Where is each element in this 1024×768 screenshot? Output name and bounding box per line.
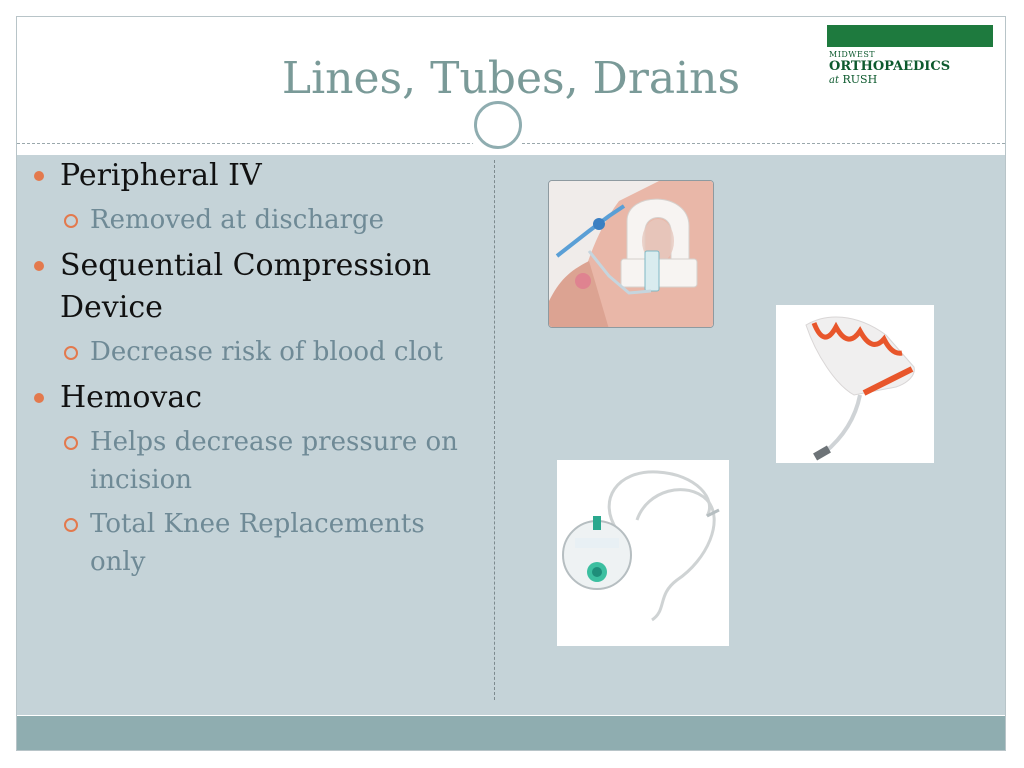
scd-illustration <box>776 305 934 463</box>
sub-bullet-total-knee-replacements: Total Knee Replacements only <box>32 505 482 581</box>
bullet-sequential-compression-device: Sequential Compression Device <box>32 245 482 329</box>
sub-bullet-helps-decrease-pressure: Helps decrease pressure on incision <box>32 423 482 499</box>
bullet-list: Peripheral IV Removed at discharge Seque… <box>32 155 482 587</box>
midwest-orthopaedics-logo: MIDWEST ORTHOPAEDICS at RUSH <box>827 25 993 86</box>
column-divider <box>494 160 495 700</box>
bullet-peripheral-iv: Peripheral IV <box>32 155 482 197</box>
header-circle-ring <box>474 101 522 149</box>
hemovac-drain-image <box>557 460 729 646</box>
bullet-hemovac: Hemovac <box>32 377 482 419</box>
logo-line-3-prefix: at <box>829 75 839 86</box>
logo-line-3: at RUSH <box>829 74 950 86</box>
sub-bullet-decrease-risk-blood-clot: Decrease risk of blood clot <box>32 333 482 371</box>
slide-footer-bar <box>17 716 1005 750</box>
logo-green-bar <box>827 25 993 47</box>
logo-line-3-name: RUSH <box>842 73 878 86</box>
logo-line-2: ORTHOPAEDICS <box>829 59 951 74</box>
sub-bullet-removed-at-discharge: Removed at discharge <box>32 201 482 239</box>
sequential-compression-device-image <box>776 305 934 463</box>
peripheral-iv-illustration <box>549 181 713 327</box>
peripheral-iv-image <box>548 180 714 328</box>
logo-line-1: MIDWEST <box>829 50 876 59</box>
logo-text: MIDWEST ORTHOPAEDICS at RUSH <box>829 47 950 86</box>
hemovac-illustration <box>557 460 729 646</box>
